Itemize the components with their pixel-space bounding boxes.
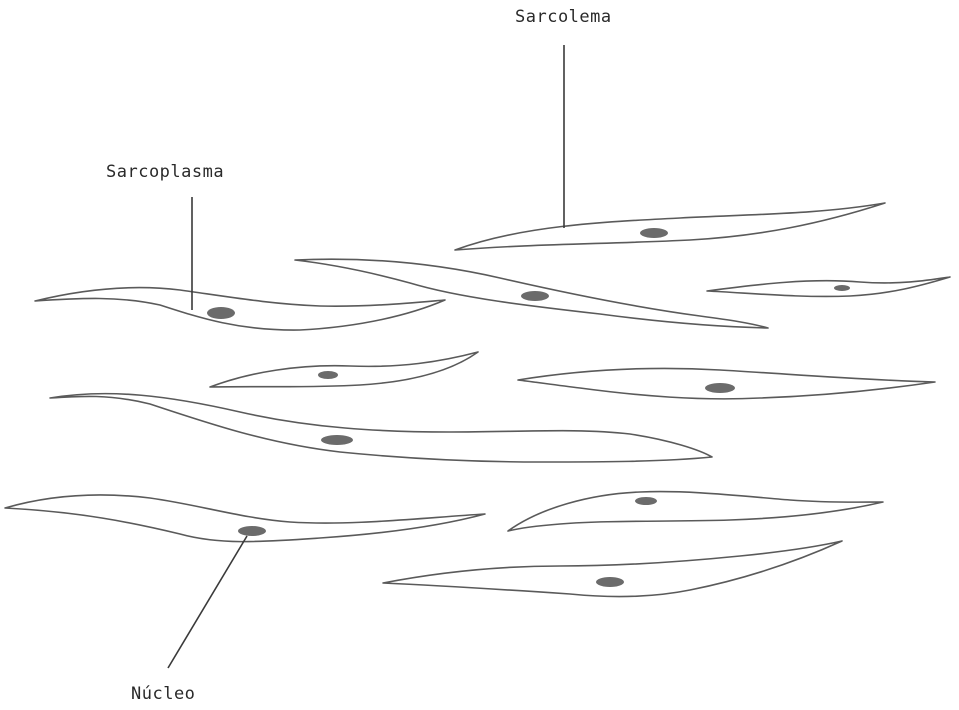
muscle-fiber [707, 277, 950, 296]
fiber-nucleus [207, 307, 235, 319]
fiber-nucleus [635, 497, 657, 505]
label-nucleo: Núcleo [131, 684, 195, 704]
muscle-fiber [455, 203, 885, 250]
fiber-outline [210, 352, 478, 387]
fiber-outline [455, 203, 885, 250]
fiber-nucleus [321, 435, 353, 445]
fiber-nucleus [521, 291, 549, 301]
fiber-nucleus [238, 526, 266, 536]
muscle-fiber [508, 492, 883, 531]
fiber-nucleus [640, 228, 668, 238]
fiber-nucleus [318, 371, 338, 379]
nucleo-pointer-line [168, 536, 247, 668]
muscle-fiber [5, 495, 485, 542]
fiber-nucleus [705, 383, 735, 393]
fiber-outline [35, 288, 445, 330]
fiber-outline [508, 492, 883, 531]
muscle-fiber [50, 394, 712, 462]
label-sarcoplasma: Sarcoplasma [106, 162, 224, 182]
muscle-fiber [383, 541, 842, 597]
label-sarcolema: Sarcolema [515, 7, 612, 27]
fiber-outline [383, 541, 842, 597]
fiber-outline [707, 277, 950, 296]
muscle-fiber [210, 352, 478, 387]
muscle-fiber [518, 368, 935, 398]
fiber-nucleus [596, 577, 624, 587]
fiber-nucleus [834, 285, 850, 291]
muscle-fiber [295, 259, 768, 328]
muscle-fiber [35, 288, 445, 330]
fiber-outline [50, 394, 712, 462]
